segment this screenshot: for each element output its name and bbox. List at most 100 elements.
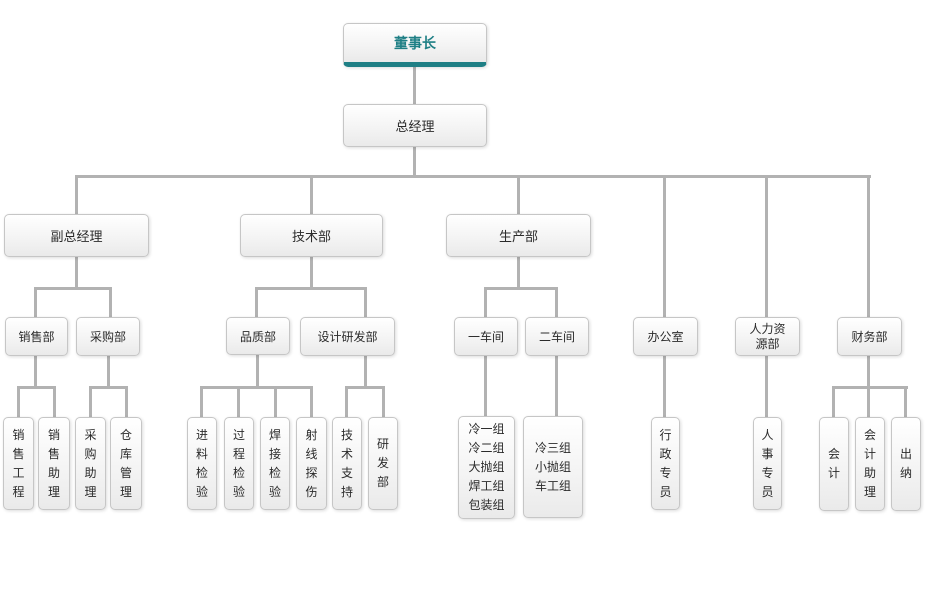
node-quality-dept[interactable]: 品质部 — [226, 317, 290, 355]
node-purchasing-dept[interactable]: 采购部 — [76, 317, 140, 356]
node-deputy-general-manager[interactable]: 副总经理 — [4, 214, 149, 257]
node-label: 销售部 — [18, 330, 55, 344]
node-radiographic-testing[interactable]: 射线探伤 — [296, 417, 327, 510]
node-general-manager[interactable]: 总经理 — [343, 104, 487, 147]
connector — [517, 175, 520, 215]
node-label: 射线探伤 — [305, 427, 318, 499]
connector — [832, 386, 908, 389]
node-rd-dept[interactable]: 研发部 — [368, 417, 398, 510]
node-workshop-1[interactable]: 一车间 — [454, 317, 518, 356]
connector — [310, 175, 313, 215]
node-chairman[interactable]: 董事长 — [343, 23, 487, 67]
connector — [867, 355, 870, 387]
node-label: 技术支持 — [340, 427, 353, 499]
node-label: 研发部 — [376, 437, 389, 489]
node-admin-specialist[interactable]: 行政专员 — [651, 417, 680, 510]
node-hr-dept[interactable]: 人力资源部 — [735, 317, 800, 356]
node-label: 会计 — [827, 447, 840, 480]
connector — [364, 287, 367, 318]
node-label: 生产部 — [498, 230, 538, 245]
node-label: 财务部 — [851, 330, 888, 344]
node-label: 人力资源部 — [749, 321, 786, 351]
node-label: 办公室 — [647, 330, 684, 344]
connector — [17, 386, 20, 418]
node-label: 品质部 — [239, 329, 276, 344]
node-welding-inspection[interactable]: 焊接检验 — [260, 417, 290, 510]
node-label: 进料检验 — [195, 427, 208, 499]
node-label: 销售工程 — [12, 427, 25, 499]
connector — [413, 67, 416, 104]
group-line: 冷二组 — [468, 441, 505, 455]
node-label: 出纳 — [899, 447, 912, 480]
node-workshop-2[interactable]: 二车间 — [525, 317, 589, 356]
node-incoming-material-inspection[interactable]: 进料检验 — [187, 417, 217, 510]
node-label: 会计助理 — [863, 428, 876, 499]
connector — [832, 386, 835, 418]
connector — [517, 256, 520, 288]
connector — [867, 175, 870, 318]
connector — [382, 386, 385, 418]
node-office[interactable]: 办公室 — [633, 317, 698, 356]
connector — [555, 355, 558, 417]
connector — [75, 175, 871, 178]
group-line: 包装组 — [468, 498, 505, 512]
node-accountant[interactable]: 会计 — [819, 417, 849, 511]
node-technology-dept[interactable]: 技术部 — [240, 214, 383, 257]
node-technical-support[interactable]: 技术支持 — [332, 417, 362, 510]
node-label: 一车间 — [467, 330, 504, 344]
group-line: 车工组 — [534, 478, 571, 493]
node-sales-engineering[interactable]: 销售工程 — [3, 417, 34, 510]
node-workshop-1-groups[interactable]: 冷一组 冷二组 大抛组 焊工组 包装组 — [458, 416, 515, 519]
connector — [89, 386, 128, 389]
connector — [53, 386, 56, 418]
node-label: 销售助理 — [47, 427, 60, 499]
connector — [256, 355, 259, 387]
connector — [484, 287, 558, 290]
node-accounting-assistant[interactable]: 会计助理 — [855, 417, 885, 511]
connector — [765, 175, 768, 318]
connector — [484, 287, 487, 318]
connector — [765, 355, 768, 418]
connector — [555, 287, 558, 318]
node-hr-specialist[interactable]: 人事专员 — [753, 417, 782, 510]
node-label: 总经理 — [395, 120, 435, 135]
node-label: 技术部 — [291, 230, 331, 245]
connector — [274, 386, 277, 418]
node-sales-assistant[interactable]: 销售助理 — [38, 417, 70, 510]
node-label: 焊接检验 — [268, 427, 281, 499]
node-label: 采购部 — [89, 330, 126, 344]
connector — [237, 386, 240, 418]
node-production-dept[interactable]: 生产部 — [446, 214, 591, 257]
node-design-rd-dept[interactable]: 设计研发部 — [300, 317, 395, 356]
node-sales-dept[interactable]: 销售部 — [5, 317, 68, 356]
connector — [34, 287, 37, 318]
connector — [34, 355, 37, 387]
connector — [413, 146, 416, 176]
connector — [200, 386, 313, 389]
connector — [17, 386, 56, 389]
node-process-inspection[interactable]: 过程检验 — [224, 417, 254, 510]
group-line: 大抛组 — [468, 460, 505, 474]
node-label: 二车间 — [538, 330, 575, 344]
node-label: 仓库管理 — [119, 427, 132, 499]
node-label: 人事专员 — [761, 427, 774, 499]
connector — [34, 287, 112, 290]
connector — [364, 355, 367, 387]
connector — [200, 386, 203, 418]
node-label: 过程检验 — [232, 427, 245, 499]
connector — [663, 175, 666, 318]
connector — [345, 386, 348, 418]
node-cashier[interactable]: 出纳 — [891, 417, 921, 511]
connector — [310, 256, 313, 288]
connector — [310, 386, 313, 418]
node-workshop-2-groups[interactable]: 冷三组 小抛组 车工组 — [523, 416, 583, 518]
connector — [345, 386, 385, 389]
node-warehouse-management[interactable]: 仓库管理 — [110, 417, 142, 510]
connector — [109, 287, 112, 318]
connector — [125, 386, 128, 418]
node-purchasing-assistant[interactable]: 采购助理 — [75, 417, 106, 510]
node-finance-dept[interactable]: 财务部 — [837, 317, 902, 356]
connector — [484, 355, 487, 417]
connector — [663, 355, 666, 418]
